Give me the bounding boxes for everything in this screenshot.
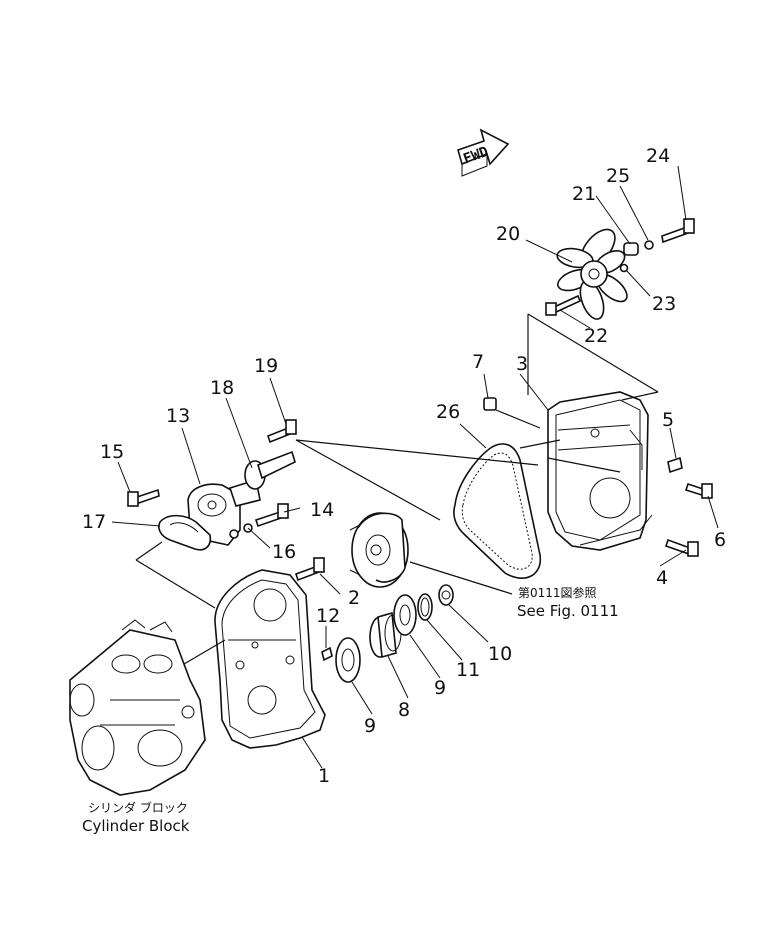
- callout-5: 5: [662, 409, 674, 431]
- callout-17: 17: [82, 511, 106, 533]
- leader-lines: [111, 165, 719, 769]
- pulley-shaft-icon: [244, 450, 296, 490]
- callout-14: 14: [310, 499, 334, 521]
- callout-6: 6: [714, 529, 726, 551]
- callout-9-right: 9: [434, 677, 446, 699]
- callout-19: 19: [254, 355, 278, 377]
- reference-note: 第0111図参照 See Fig. 0111: [517, 585, 619, 620]
- fan-hardware-icon: [545, 218, 695, 316]
- bearing-stack-icon: [335, 584, 454, 683]
- callout-18: 18: [210, 377, 234, 399]
- v-belt-icon: [453, 443, 542, 579]
- callout-4: 4: [656, 567, 668, 589]
- reference-jp: 第0111図参照: [518, 585, 597, 600]
- crank-pulley-icon: [349, 512, 409, 588]
- cylinder-block-label: シリンダ ブロック Cylinder Block: [82, 800, 190, 835]
- callout-26: 26: [436, 401, 460, 423]
- cylinder-block-jp: シリンダ ブロック: [88, 800, 188, 815]
- callout-11: 11: [456, 659, 480, 681]
- forward-arrow-icon: FWD: [457, 128, 510, 177]
- callout-24: 24: [646, 145, 670, 167]
- fan-blade-icon: [556, 228, 628, 320]
- pump-gasket-icon: [158, 514, 212, 551]
- callout-25: 25: [606, 165, 630, 187]
- callout-13: 13: [166, 405, 190, 427]
- reference-en: See Fig. 0111: [517, 602, 619, 620]
- callout-3: 3: [516, 353, 528, 375]
- key-icon: [321, 646, 333, 662]
- bolt-icons: [127, 397, 713, 582]
- callout-20: 20: [496, 223, 520, 245]
- callout-7: 7: [472, 351, 484, 373]
- callout-numbers: 1 2 3 4 5 6 7 8 9 9 10 11 12 13 14 15 16…: [82, 145, 726, 787]
- callout-16: 16: [272, 541, 296, 563]
- callout-22: 22: [584, 325, 608, 347]
- callout-1: 1: [318, 765, 330, 787]
- callout-21: 21: [572, 183, 596, 205]
- belt-cover-icon: [547, 391, 653, 551]
- callout-23: 23: [652, 293, 676, 315]
- front-cover-icon: [214, 569, 326, 749]
- cylinder-block-icon: [69, 619, 206, 796]
- callout-9-left: 9: [364, 715, 376, 737]
- callout-8: 8: [398, 699, 410, 721]
- cylinder-block-en: Cylinder Block: [82, 817, 190, 835]
- callout-15: 15: [100, 441, 124, 463]
- callout-2: 2: [348, 587, 360, 609]
- callout-10: 10: [488, 643, 512, 665]
- callout-12: 12: [316, 605, 340, 627]
